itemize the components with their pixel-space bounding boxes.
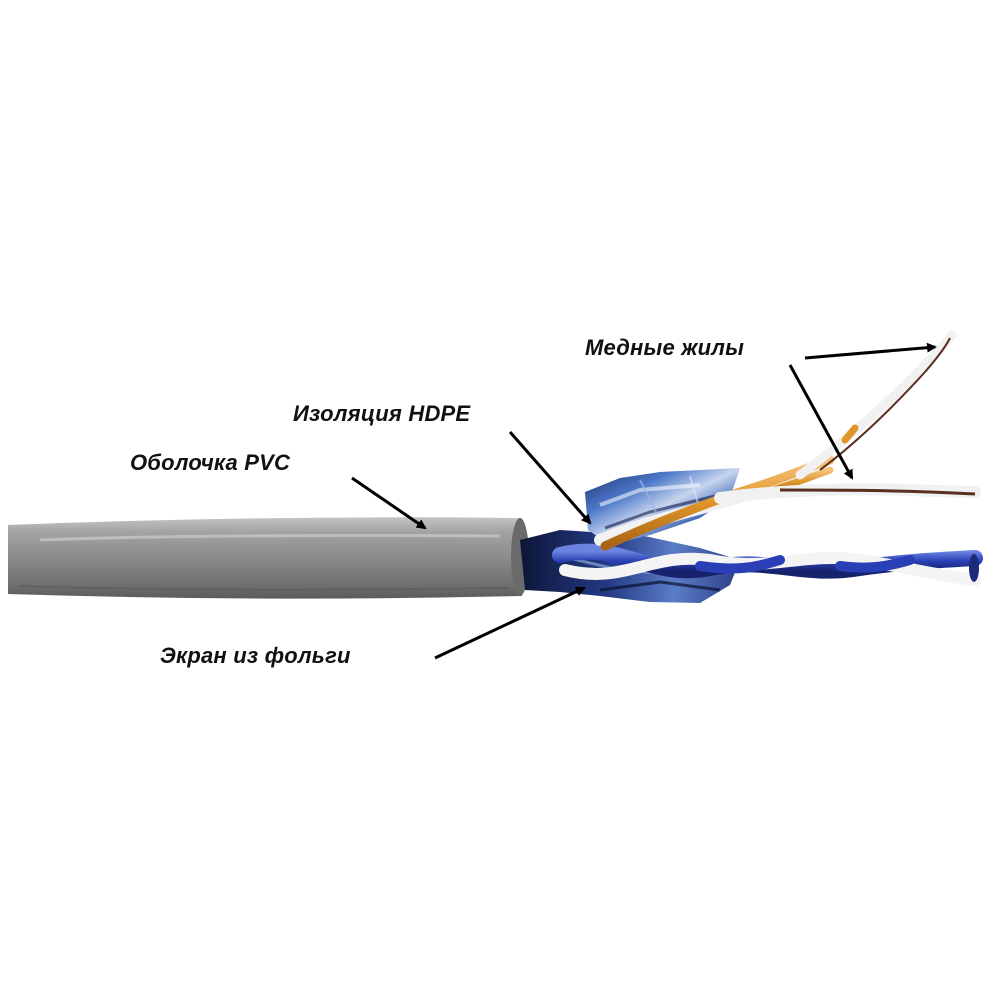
cable-jacket bbox=[8, 517, 529, 599]
label-hdpe-insulation: Изоляция HDPE bbox=[293, 401, 471, 426]
blue-white-twisted-pair bbox=[552, 543, 983, 586]
brown-white-conductor bbox=[714, 483, 981, 504]
label-pvc-sheath: Оболочка PVC bbox=[130, 450, 291, 475]
arrow-conductors-down bbox=[788, 364, 854, 480]
white-conductor-up bbox=[795, 330, 957, 480]
arrow-conductors-up bbox=[804, 342, 937, 360]
label-copper-conductors: Медные жилы bbox=[585, 335, 745, 360]
arrow-insulation bbox=[508, 431, 592, 525]
pointer-arrows bbox=[351, 342, 937, 660]
label-foil-shield: Экран из фольги bbox=[160, 643, 351, 668]
arrow-foil bbox=[434, 586, 586, 660]
arrow-sheath bbox=[351, 476, 427, 530]
